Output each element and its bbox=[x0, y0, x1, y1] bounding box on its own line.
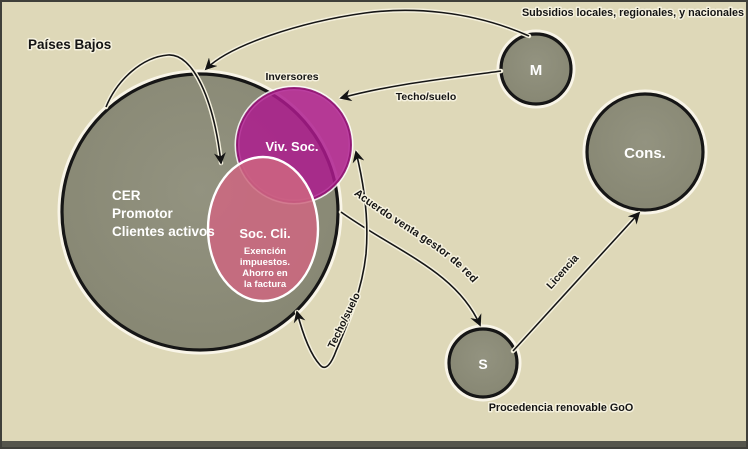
soc-cli-benefit-line4: la factura bbox=[244, 279, 287, 290]
soc-cli-benefit-line2: impuestos. bbox=[240, 257, 290, 268]
m-label: M bbox=[530, 62, 543, 79]
subsidios-label: Subsidios locales, regionales, y naciona… bbox=[522, 7, 744, 19]
arrow-cer-viv-soc-techo-suelo-loop bbox=[293, 149, 370, 370]
arrow-cer-loop-to-soc-cli bbox=[103, 52, 226, 166]
cer-label-line2: Promotor bbox=[112, 206, 173, 221]
diagram-title: Países Bajos bbox=[28, 37, 111, 52]
cons-label: Cons. bbox=[624, 145, 666, 162]
s-label: S bbox=[478, 356, 487, 372]
techo-suelo-upper-label: Techo/suelo bbox=[396, 91, 456, 103]
soc-cli-benefit-line1: Exención bbox=[244, 246, 286, 257]
cer-label-line3: Clientes activos bbox=[112, 224, 215, 239]
viv-soc-label: Viv. Soc. bbox=[266, 139, 319, 154]
s-circle bbox=[447, 327, 519, 399]
procedencia-label: Procedencia renovable GoO bbox=[489, 402, 634, 414]
soc-cli-benefit-line3: Ahorro en bbox=[242, 268, 288, 279]
inversores-label: Inversores bbox=[265, 71, 318, 83]
frame-bottom-bar bbox=[0, 441, 748, 449]
arrow-s-to-cons-licencia bbox=[510, 210, 642, 354]
arrow-m-to-cer-subsidios bbox=[203, 8, 532, 72]
arrow-m-to-viv-soc-techo-suelo bbox=[338, 68, 504, 102]
soc-cli-label: Soc. Cli. bbox=[239, 226, 290, 241]
cer-label-line1: CER bbox=[112, 188, 141, 203]
cons-circle bbox=[585, 92, 705, 212]
